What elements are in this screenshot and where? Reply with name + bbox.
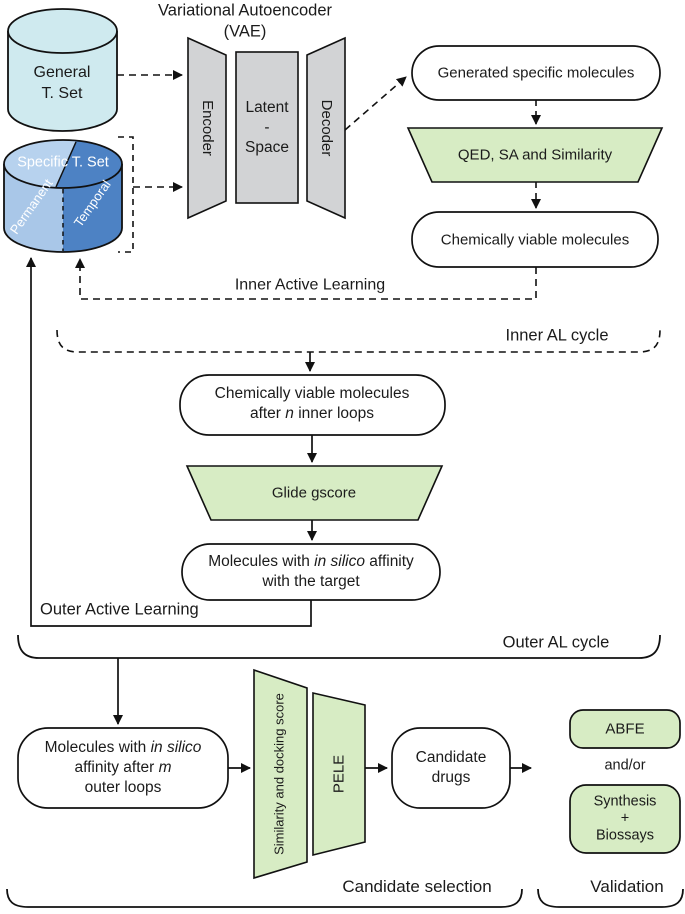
- pele-label: PELE: [330, 754, 348, 794]
- general-tset-cylinder-top: [7, 8, 118, 54]
- outer-al-cycle-brace: [17, 634, 661, 659]
- inner-al-cycle-label: Inner AL cycle: [505, 326, 609, 345]
- decoder-trapezoid: [306, 36, 346, 220]
- inner-loop-line: [75, 258, 537, 300]
- latent-space-label: Latent - Space: [245, 98, 289, 157]
- similarity-docking-label: Similarity and docking score: [271, 693, 287, 855]
- inner-al-cycle-brace: [56, 329, 661, 353]
- generated-molecules-label: Generated specific molecules: [437, 64, 635, 82]
- chemically-viable-label: Chemically viable molecules: [440, 231, 630, 249]
- specific-bracket: [118, 136, 134, 253]
- encoder-trapezoid: [187, 36, 227, 220]
- affinity-target-box: [181, 543, 441, 601]
- specific-cylinder-top-light: [4, 140, 76, 188]
- affinity-target-label: Molecules with in silico affinity with t…: [208, 552, 414, 590]
- decoder-to-generated-arrow: [344, 76, 407, 131]
- outer-loop-line: [26, 257, 312, 627]
- candidate-drugs-label: Candidate drugs: [415, 748, 487, 786]
- validation-brace: [537, 888, 684, 908]
- specific-cylinder-top-divider: [55, 141, 77, 188]
- latent-space-rect: [235, 51, 299, 204]
- synthesis-label: Synthesis + Biossays: [593, 793, 657, 844]
- affinity-m-label: Molecules with in silico affinity after …: [44, 738, 202, 797]
- glide-trapezoid: [185, 465, 444, 521]
- glide-gscore-label: Glide gscore: [271, 484, 357, 502]
- qed-filter-label: QED, SA and Similarity: [457, 146, 613, 164]
- similarity-funnel: [253, 668, 308, 880]
- specific-tset-label: Specific T. Set: [17, 154, 109, 171]
- validation-label: Validation: [590, 876, 664, 896]
- inner-active-learning-label: Inner Active Learning: [234, 276, 386, 294]
- encoder-label: Encoder: [198, 100, 216, 156]
- candidate-selection-label: Candidate selection: [342, 876, 492, 896]
- abfe-box: [569, 709, 681, 749]
- outer-al-cycle-label: Outer AL cycle: [502, 633, 610, 652]
- general-tset-label: General T. Set: [33, 64, 91, 102]
- specific-cylinder-outline: [3, 164, 123, 253]
- viable-n-label: Chemically viable molecules after n inne…: [214, 384, 410, 422]
- decoder-label: Decoder: [317, 99, 335, 157]
- abfe-label: ABFE: [605, 720, 645, 738]
- specific-cylinder-top-outline: [3, 139, 123, 189]
- candidate-selection-brace: [6, 888, 523, 908]
- andor-label: and/or: [604, 757, 646, 774]
- synthesis-box: [569, 784, 681, 854]
- general-tset-cylinder-body: [7, 31, 118, 132]
- pele-funnel: [312, 691, 366, 857]
- diagram-title: Variational Autoencoder (VAE): [158, 1, 332, 41]
- qed-trapezoid: [406, 127, 664, 183]
- chemically-viable-box: [411, 211, 659, 268]
- outer-active-learning-label: Outer Active Learning: [40, 600, 199, 619]
